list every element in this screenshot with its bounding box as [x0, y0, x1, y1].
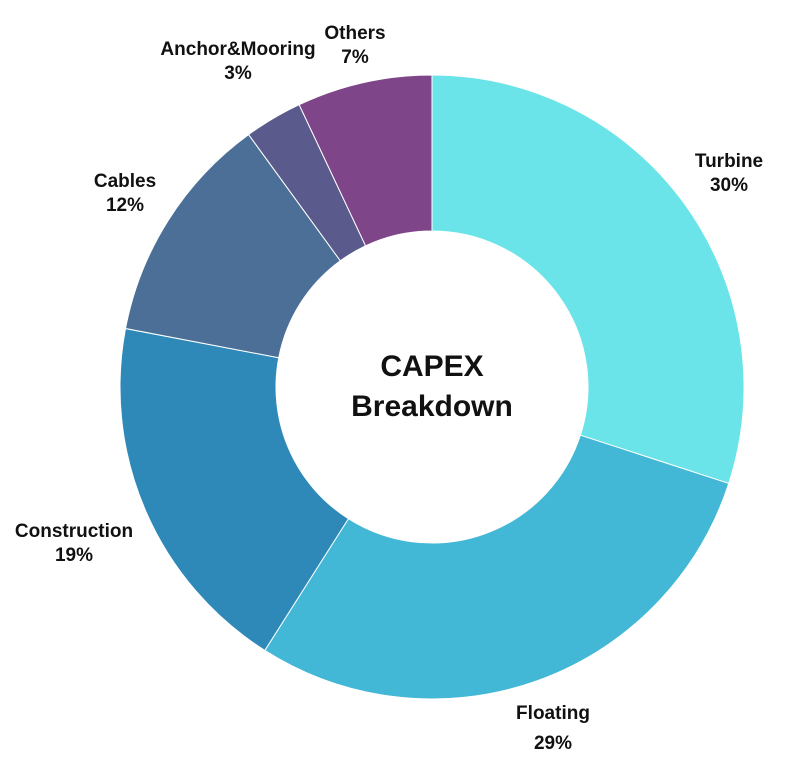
slice-label-construction: Construction 19% — [15, 520, 133, 568]
slice-label-value: 12% — [105, 195, 145, 216]
slice-floating — [264, 434, 730, 700]
slice-label-name: Turbine — [694, 151, 764, 172]
slice-label-value: 30% — [709, 175, 749, 196]
slice-label-value: 3% — [224, 63, 252, 84]
slice-turbine — [431, 74, 745, 485]
slice-label-anchor-mooring: Anchor&Mooring 3% — [160, 38, 315, 86]
slice-label-name: Floating — [516, 703, 590, 724]
slice-label-others: Others 7% — [324, 22, 385, 70]
slice-construction — [119, 327, 350, 652]
slice-label-value: 29% — [533, 733, 573, 754]
slice-label-name: Anchor&Mooring — [160, 39, 316, 60]
chart-center-title: CAPEX Breakdown — [351, 347, 513, 427]
slice-label-value: 19% — [54, 545, 94, 566]
slice-label-name: Cables — [93, 171, 157, 192]
slice-label-floating: Floating 29% — [516, 702, 590, 756]
slice-label-name: Construction — [14, 521, 134, 542]
slice-label-value: 7% — [341, 47, 369, 68]
slice-label-turbine: Turbine 30% — [695, 150, 763, 198]
slice-label-name: Others — [324, 23, 386, 44]
slice-others — [298, 74, 433, 247]
center-title-line-1: CAPEX — [380, 350, 484, 383]
slice-label-cables: Cables 12% — [94, 170, 156, 218]
center-title-line-2: Breakdown — [351, 390, 513, 423]
